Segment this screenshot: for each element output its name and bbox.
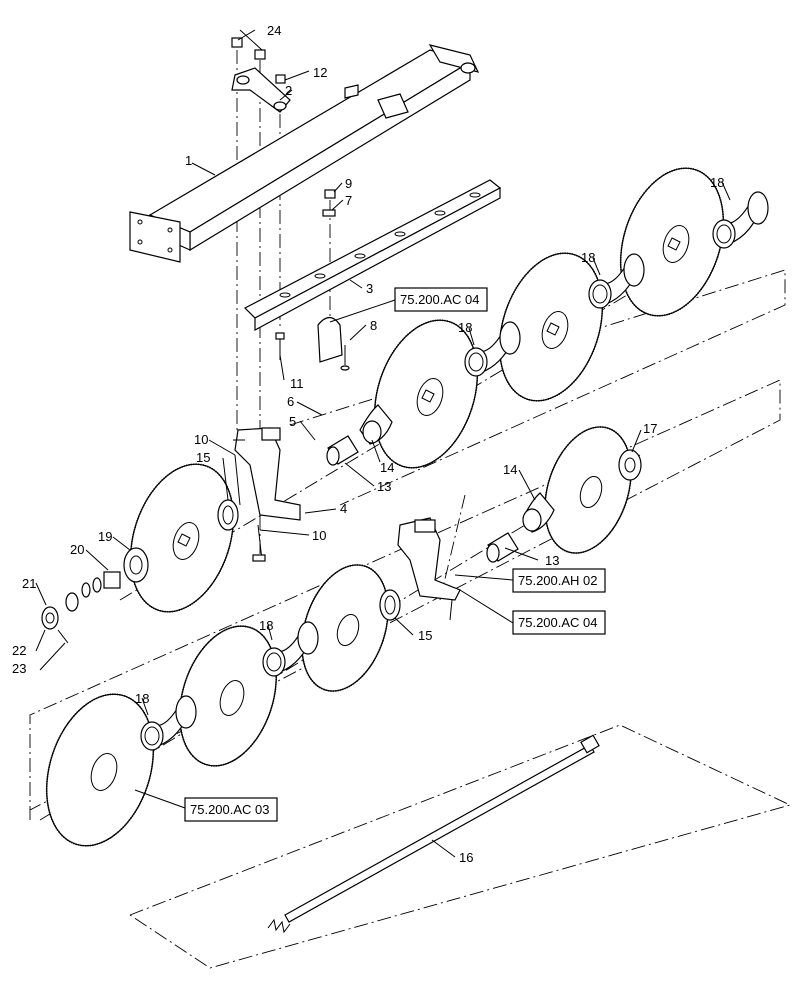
bushings: [326, 435, 519, 563]
callout-9: 9: [345, 176, 352, 191]
cone-lower: [522, 492, 555, 533]
callout-10a: 10: [194, 432, 208, 447]
support-strip: [243, 179, 502, 332]
disc-blades: [45, 167, 725, 847]
cone-upper: [359, 404, 393, 445]
callout-numbers: 24 12 2 1 9 7 3 8 11 6 5 10 15 14 13 4 1…: [12, 23, 724, 865]
nut-12: [275, 74, 286, 84]
disc-upper-4: [129, 463, 235, 613]
disc-upper-1: [619, 167, 725, 317]
callout-8: 8: [370, 318, 377, 333]
spool-lower-1: [262, 621, 319, 677]
spool-lower-2: [140, 695, 197, 751]
mounting-bracket: [231, 67, 291, 113]
ref-box-ac04-mid: 75.200.AC 04: [512, 610, 606, 635]
callout-21: 21: [22, 576, 36, 591]
hardware-7-9: [322, 189, 336, 217]
callout-14b: 14: [503, 462, 517, 477]
hanger-bracket-upper: [233, 427, 301, 562]
callout-24: 24: [267, 23, 281, 38]
gang-rod: [267, 734, 600, 934]
callout-22: 22: [12, 643, 26, 658]
hanger-bracket-lower: [397, 517, 461, 621]
callout-16: 16: [459, 850, 473, 865]
nut-24: [231, 37, 266, 60]
callout-2: 2: [285, 83, 292, 98]
svg-text:75.200.AH 02: 75.200.AH 02: [518, 573, 598, 588]
disc-lower-4: [45, 693, 155, 847]
svg-text:75.200.AC 03: 75.200.AC 03: [190, 802, 270, 817]
callout-7: 7: [345, 193, 352, 208]
clamp-8: [317, 316, 350, 371]
callout-18a: 18: [710, 175, 724, 190]
disc-upper-3: [373, 319, 479, 469]
bushing-lower: [486, 532, 519, 563]
callout-6: 6: [287, 394, 294, 409]
callout-18b: 18: [581, 250, 595, 265]
callout-20: 20: [70, 542, 84, 557]
ref-box-ac03: 75.200.AC 03: [184, 797, 278, 822]
end-hardware: [41, 547, 149, 644]
callout-15a: 15: [196, 450, 210, 465]
callout-14a: 14: [380, 460, 394, 475]
disc-lower-2: [301, 564, 389, 692]
callout-23: 23: [12, 661, 26, 676]
callout-3: 3: [366, 281, 373, 296]
ref-box-ac04-top: 75.200.AC 04: [394, 287, 488, 312]
callout-10b: 10: [312, 528, 326, 543]
bearing-cones: [359, 404, 555, 533]
callout-18e: 18: [135, 691, 149, 706]
callout-18d: 18: [259, 618, 273, 633]
spool-upper-2: [588, 253, 645, 309]
callout-15b: 15: [418, 628, 432, 643]
spacer-spools: [140, 191, 769, 751]
callout-13b: 13: [545, 553, 559, 568]
reference-boxes: 75.200.AC 04 75.200.AH 02 75.200.AC 04 7…: [184, 287, 606, 822]
callout-11: 11: [290, 376, 304, 391]
callout-19: 19: [98, 529, 112, 544]
disc-lower-1: [544, 426, 632, 554]
spool-upper-1: [712, 191, 769, 249]
disc-upper-2: [498, 252, 604, 402]
callout-5: 5: [289, 414, 296, 429]
callout-13a: 13: [377, 479, 391, 494]
callout-4: 4: [340, 501, 347, 516]
svg-text:75.200.AC 04: 75.200.AC 04: [518, 615, 598, 630]
spool-upper-3: [464, 321, 521, 377]
callout-12: 12: [313, 65, 327, 80]
callout-18c: 18: [458, 320, 472, 335]
leader-lines: [35, 29, 731, 858]
svg-text:75.200.AC 04: 75.200.AC 04: [400, 292, 480, 307]
main-frame-bar: [129, 44, 480, 263]
callout-1: 1: [185, 153, 192, 168]
end-washer-17: [618, 449, 642, 481]
disc-lower-3: [178, 625, 278, 767]
ref-box-ah02: 75.200.AH 02: [512, 568, 606, 593]
bushing-upper: [326, 435, 359, 466]
callout-17: 17: [643, 421, 657, 436]
